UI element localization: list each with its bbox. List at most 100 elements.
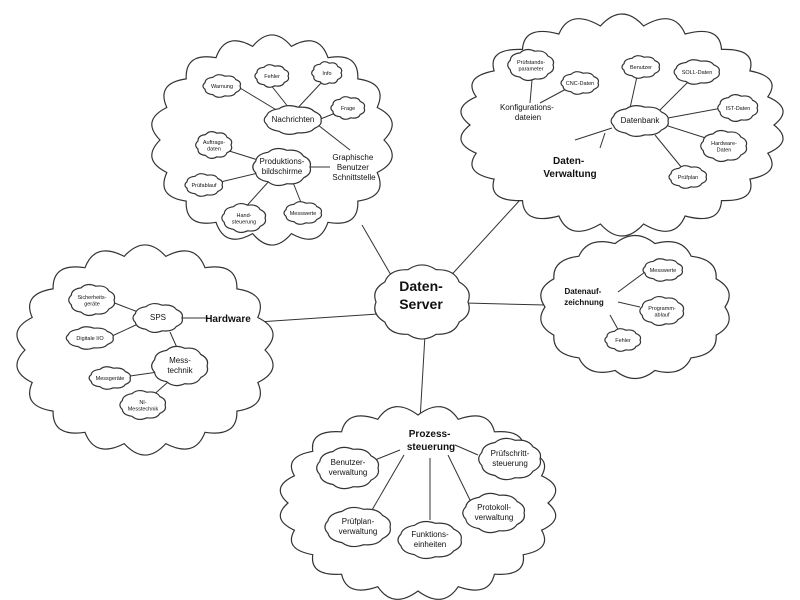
- datenaufzeichnung-item-0-label: Messwerte: [650, 268, 677, 274]
- nachrichten-item-1-label: Fehler: [264, 74, 280, 80]
- konfigurationsdateien-label: Konfigurations- dateien: [500, 103, 556, 122]
- nachrichten-item-2-cloud: [311, 61, 343, 85]
- prozess-item-2-cloud: [324, 506, 391, 548]
- sps-node-label: SPS: [150, 313, 166, 322]
- datenbank-node-cloud: [610, 105, 669, 137]
- edge: [374, 449, 401, 461]
- nachrichten-item-1-cloud: [254, 64, 290, 88]
- produktion-item-1-cloud: [184, 173, 224, 197]
- datenbank-item-1-cloud: [673, 59, 720, 85]
- prozess-item-2-label: Prüfplan-verwaltung: [339, 517, 378, 536]
- edge: [111, 323, 139, 337]
- prozess-item-0-label: Benutzer-verwaltung: [329, 458, 368, 477]
- konfig-item-1-cloud: [560, 71, 600, 95]
- datenbank-item-1-label: SOLL-Daten: [682, 70, 713, 76]
- datenbank-item-2-label: IST-Daten: [726, 106, 751, 112]
- prozess-item-4-cloud: [462, 492, 526, 534]
- messtechnik-item-1-cloud: [119, 389, 167, 421]
- datenaufzeichnung-item-2-cloud: [604, 328, 642, 352]
- edge: [225, 149, 259, 161]
- hardware-cluster: Hardware: [111, 301, 251, 399]
- hardware-cluster-cloud: [16, 244, 274, 456]
- datenbank-item-4-cloud: [668, 165, 708, 189]
- datenbank-item-0-label: Benutzer: [630, 65, 652, 71]
- prozess-item-4-label: Protokoll-verwaltung: [475, 503, 514, 522]
- connector-hardware: [257, 313, 379, 323]
- nachrichten-item-2-label: Info: [322, 71, 331, 77]
- datenbank-item-3-label: Hardware-Daten: [711, 141, 737, 154]
- datenbank-item-2-cloud: [717, 94, 759, 122]
- nachrichten-item-3-label: Frage: [341, 106, 355, 112]
- nachrichten-item-0-label: Warnung: [211, 84, 233, 90]
- edge: [371, 454, 405, 511]
- connector-datenverwaltung: [444, 199, 521, 283]
- prozess-item-3-cloud: [397, 520, 462, 560]
- produktion-item-3-cloud: [283, 201, 323, 225]
- sps-node-cloud: [132, 302, 183, 334]
- datenverwaltung-title: Daten- Verwaltung: [543, 156, 596, 180]
- data-server-label: Daten-Server: [399, 278, 443, 312]
- messtechnik-node-label: Mess-technik: [167, 356, 193, 375]
- edge: [454, 444, 479, 456]
- gui-title: Graphische Benutzer Schnittstelle: [332, 153, 376, 182]
- datenaufzeichnung-item-2-label: Fehler: [615, 338, 631, 344]
- sps-item-1-label: Digitale I/O: [76, 336, 104, 342]
- edge: [574, 127, 613, 141]
- produktion-item-2-cloud: [221, 202, 267, 234]
- prozess-item-0-cloud: [316, 446, 380, 490]
- edge: [539, 87, 569, 104]
- nachrichten-node-cloud: [263, 105, 322, 135]
- produktionsbildschirme-node-cloud: [252, 147, 312, 187]
- edge: [317, 124, 351, 151]
- sps-item-0-cloud: [68, 283, 116, 317]
- datenbank-item-3-cloud: [700, 129, 748, 163]
- sps-item-0-label: Sicherheits-geräte: [77, 295, 106, 308]
- edge: [617, 301, 641, 308]
- produktion-item-3-label: Messwerte: [290, 211, 317, 217]
- messtechnik-item-0-label: Messgeräte: [96, 376, 125, 382]
- datenbank-item-0-cloud: [621, 55, 661, 79]
- datenaufzeichnung-item-1-label: Programm-ablauf: [648, 306, 676, 319]
- prozess-item-3-label: Funktions-einheiten: [411, 530, 449, 549]
- produktion-item-2-label: Hand-steuerung: [232, 213, 256, 226]
- edge: [111, 301, 139, 313]
- edge: [659, 79, 691, 111]
- datenaufzeichnung-title: Datenauf- zeichnung: [564, 287, 604, 307]
- datenaufzeichnung-cluster-cloud: [540, 234, 730, 380]
- data-server-node: Daten-Server: [374, 264, 470, 340]
- produktion-item-0-label: Auftrags-daten: [203, 140, 225, 153]
- edge: [667, 107, 723, 119]
- messtechnik-node-cloud: [151, 345, 209, 387]
- connector-gui: [361, 224, 396, 283]
- produktionsbildschirme-node-label: Produktions-bildschirme: [260, 157, 305, 176]
- produktion-item-1-label: Prüfablauf: [191, 183, 217, 189]
- hardware-title: Hardware: [205, 314, 251, 325]
- nachrichten-item-0-cloud: [202, 74, 242, 98]
- prozesssteuerung-cluster: Prozess- steuerung: [371, 429, 479, 520]
- edge: [654, 134, 683, 169]
- prozess-item-1-cloud: [478, 437, 542, 481]
- nachrichten-node-label: Nachrichten: [272, 115, 315, 124]
- edge: [529, 79, 533, 104]
- datenverwaltung-cluster: Konfigurations- dateien Daten- Verwaltun…: [500, 71, 723, 180]
- konfig-item-0-label: Prüfstands-parameter: [517, 60, 545, 73]
- prozesssteuerung-title: Prozess- steuerung: [407, 429, 455, 453]
- datenbank-node-label: Datenbank: [621, 116, 661, 125]
- connector-datenaufzeichnung: [464, 302, 546, 306]
- datenaufzeichnung-item-0-cloud: [642, 258, 684, 282]
- center-connectors: [257, 199, 546, 421]
- edge: [129, 371, 159, 377]
- konfig-item-1-label: CNC-Daten: [566, 81, 594, 87]
- datenaufzeichnung-item-1-cloud: [639, 295, 685, 327]
- produktion-item-0-cloud: [195, 131, 233, 159]
- nachrichten-item-3-cloud: [330, 96, 366, 120]
- datenaufzeichnung-cluster: Datenauf- zeichnung: [564, 271, 646, 334]
- data-server-cloud: [374, 264, 470, 340]
- messtechnik-item-0-cloud: [88, 366, 131, 390]
- datenbank-item-4-label: Prüfplan: [678, 175, 699, 181]
- edge: [447, 454, 471, 501]
- edge: [617, 271, 646, 293]
- prozess-item-1-label: Prüfschritt-steuerung: [491, 449, 530, 468]
